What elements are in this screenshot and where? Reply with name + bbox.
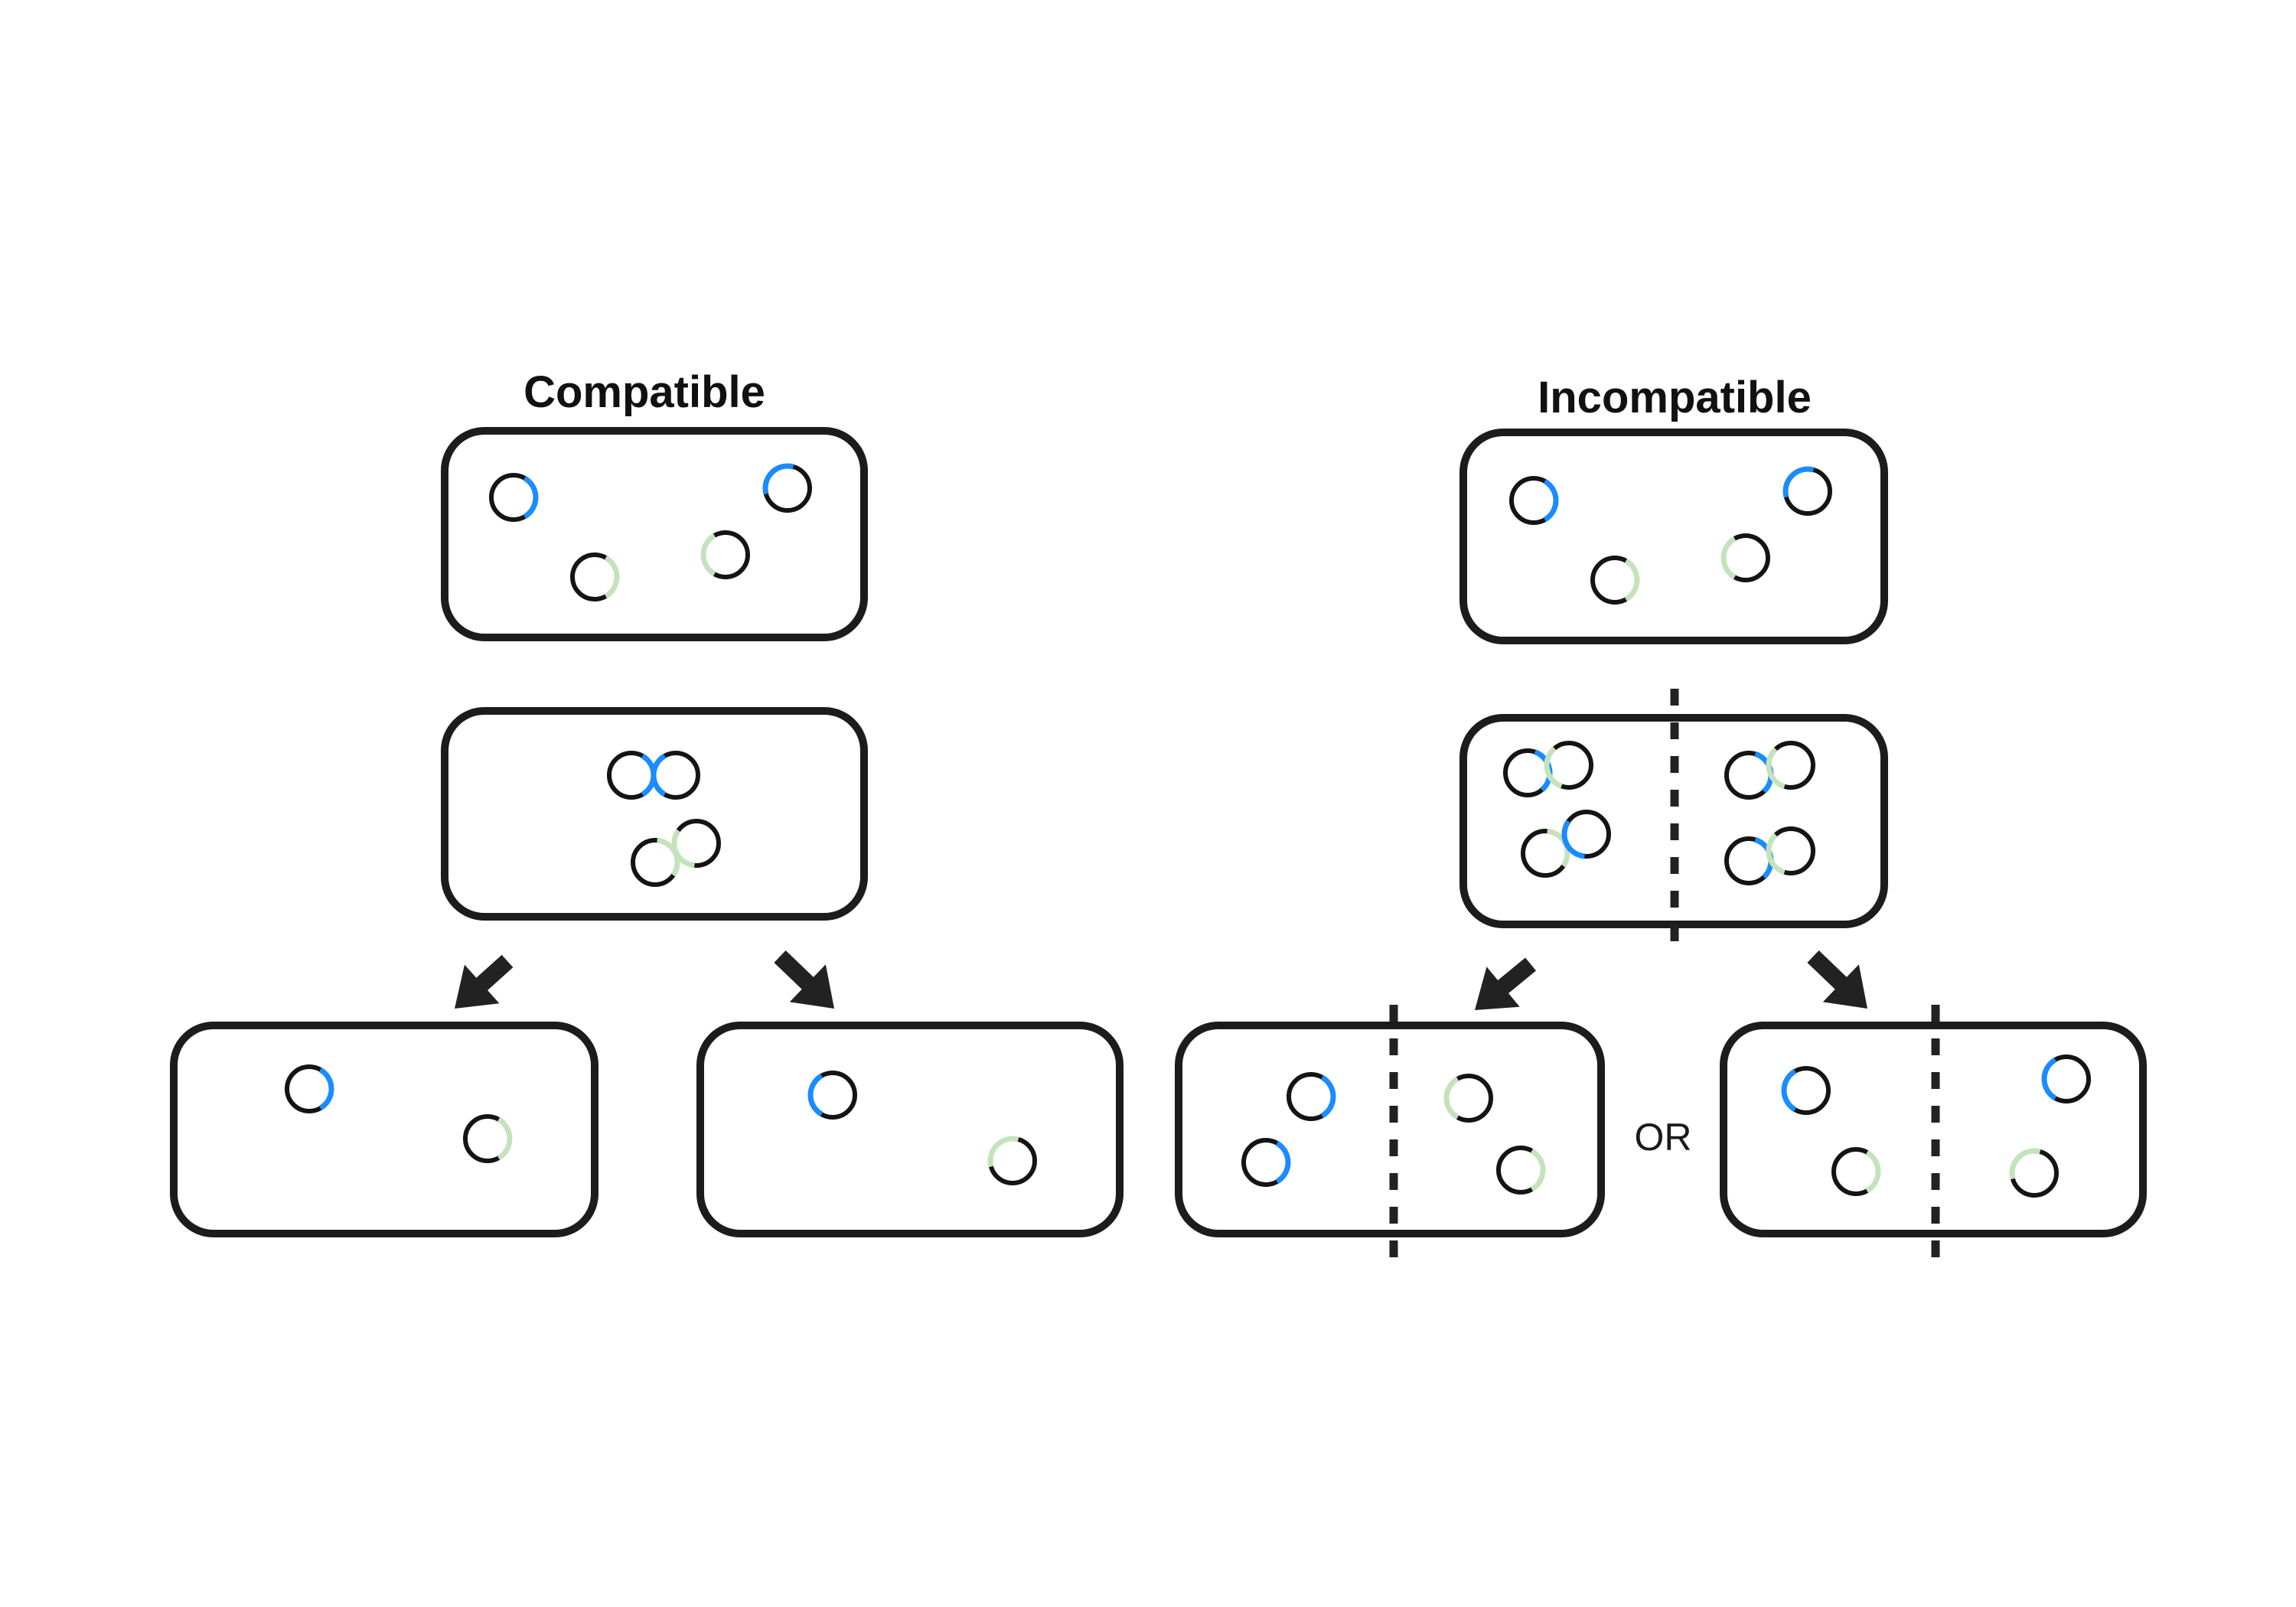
plasmid-ring — [1496, 1146, 1546, 1195]
plasmid-ring — [1590, 556, 1640, 605]
plasmid-ring — [700, 530, 750, 579]
green-marker-arc — [987, 1136, 1019, 1168]
green-marker-arc — [1624, 558, 1640, 602]
plasmid-ring — [2009, 1148, 2059, 1198]
compatible-title: Compatible — [523, 367, 765, 417]
compatible-paired-panel — [441, 707, 868, 921]
blue-marker-arc — [807, 1073, 823, 1117]
plasmid-ring — [1781, 1066, 1831, 1115]
plasmid-ring — [285, 1064, 334, 1113]
plasmid-ring — [651, 751, 700, 800]
plasmid-ring — [1287, 1072, 1336, 1121]
incompatible-outcome-a-panel — [1175, 1022, 1605, 1237]
blue-marker-arc — [651, 753, 667, 797]
plasmid-ring — [1561, 810, 1611, 859]
incompatible-initial-panel — [1459, 429, 1888, 644]
blue-marker-arc — [1275, 1140, 1291, 1185]
plasmid-ring — [2041, 1054, 2091, 1103]
plasmid-pair — [631, 819, 721, 887]
green-marker-arc — [1544, 746, 1563, 789]
green-marker-arc — [604, 555, 620, 599]
plasmid-ring — [1766, 826, 1815, 875]
green-marker-arc — [1865, 1149, 1881, 1194]
blue-marker-arc — [523, 475, 539, 520]
compatible-daughter-right-panel — [696, 1022, 1124, 1237]
green-marker-arc — [497, 1116, 513, 1161]
plasmid-pair — [607, 751, 700, 800]
blue-marker-arc — [318, 1067, 334, 1111]
blue-marker-arc — [1782, 466, 1815, 498]
blue-marker-arc — [1543, 478, 1559, 523]
plasmid-ring — [987, 1136, 1037, 1185]
plasmid-ring — [1544, 741, 1593, 790]
plasmid-pair — [1724, 826, 1815, 885]
green-marker-arc — [1766, 747, 1786, 790]
plasmid-ring — [1720, 533, 1770, 582]
plasmid-ring — [1509, 476, 1559, 525]
plasmid-ring — [807, 1071, 857, 1120]
blue-marker-arc — [1320, 1074, 1336, 1119]
green-marker-arc — [1530, 1148, 1546, 1192]
compatible-initial-panel — [441, 427, 868, 641]
plasmid-pair — [1521, 810, 1611, 878]
green-marker-arc — [671, 829, 695, 869]
plasmid-ring — [1443, 1074, 1493, 1123]
green-marker-arc — [2009, 1148, 2041, 1180]
plasmid-ring — [1782, 466, 1832, 516]
plasmid-pair — [1503, 741, 1593, 797]
green-marker-arc — [1443, 1076, 1459, 1120]
incompatible-title: Incompatible — [1538, 373, 1812, 422]
arrow-down-right-icon — [1807, 950, 1867, 1009]
green-marker-arc — [1766, 833, 1786, 875]
plasmid-ring — [762, 463, 812, 513]
green-marker-arc — [1720, 536, 1737, 580]
blue-marker-arc — [1561, 820, 1585, 859]
blue-marker-arc — [1781, 1068, 1797, 1113]
arrow-down-left-icon — [1475, 957, 1536, 1010]
plasmid-ring — [1831, 1147, 1881, 1196]
plasmid-ring — [1241, 1138, 1291, 1187]
incompatible-outcome-b-panel — [1720, 1022, 2147, 1237]
blue-marker-arc — [762, 463, 794, 495]
compatible-daughter-left-panel — [170, 1022, 598, 1237]
arrow-down-left-icon — [455, 954, 514, 1009]
green-marker-arc — [700, 533, 716, 577]
plasmid-pair — [1724, 741, 1815, 800]
plasmid-ring — [671, 819, 721, 869]
blue-marker-arc — [2041, 1057, 2057, 1101]
plasmid-ring — [1766, 741, 1815, 790]
arrow-down-right-icon — [774, 950, 834, 1009]
plasmid-ring — [570, 553, 620, 601]
or-label: OR — [1635, 1116, 1692, 1159]
plasmid-ring — [463, 1114, 513, 1163]
plasmid-ring — [489, 473, 539, 522]
